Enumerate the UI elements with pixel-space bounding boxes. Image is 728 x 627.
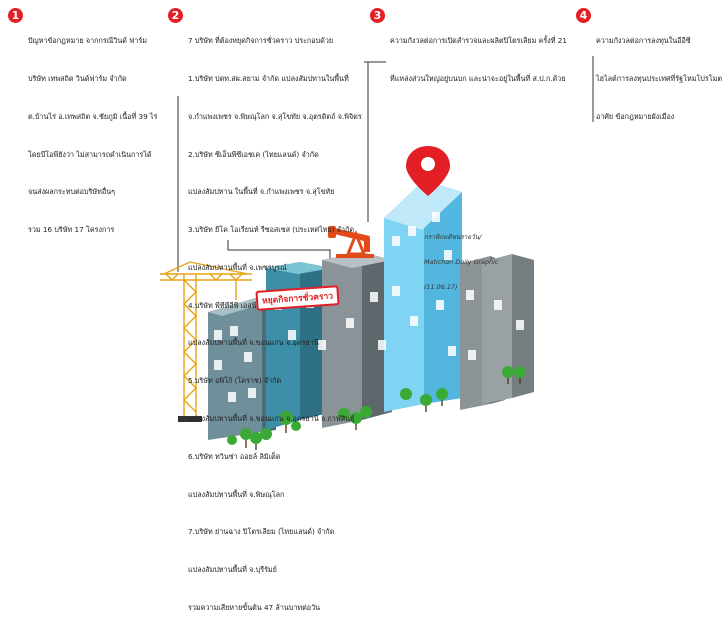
- note-1-line: รวม 16 บริษัท 17 โครงการ: [28, 225, 115, 235]
- note-2-line: 2.บริษัท ซีเอ็นพีซีเอชเค (ไทยแลนด์) จำกั…: [188, 149, 319, 159]
- note-2-line: 6.บริษัท ทวินซ่า ออยล์ ลิมิเต็ด: [188, 451, 281, 461]
- note-2-line: 1.บริษัท ปตท.สผ.สยาม จำกัด แปลงสัมปทานใน…: [188, 73, 349, 83]
- note-2-line: แปลงสัมปทานพื้นที่ จ.ขอนแก่น จ.อุดรธานี: [188, 338, 319, 348]
- note-1-line: จนส่งผลกระทบต่อบริษัทอื่นๆ: [28, 187, 115, 197]
- note-1-line: บริษัท เทพสถิต วินด์ฟาร์ม จำกัด: [28, 73, 127, 83]
- note-2-text: 7 บริษัท ที่ต้องหยุดกิจการชั่วคราว ประกอ…: [188, 10, 362, 627]
- note-1-line: ต.บ้านไร่ อ.เทพสถิต จ.ชัยภูมิ เนื้อที่ 3…: [28, 111, 158, 121]
- note-2-line: จ.กำแพงเพชร จ.พิษณุโลก จ.สุโขทัย จ.อุตรด…: [188, 111, 362, 121]
- note-3-line: ความกังวลต่อการเปิดสำรวจและผลิตปิโตรเลีย…: [390, 36, 567, 46]
- note-2-line: 3.บริษัท ยีโค โอเรียนท์ รีซอสเซส (ประเทศ…: [188, 225, 355, 235]
- note-2-line: แปลงสัมปทาน ในพื้นที่ จ.กำแพงเพชร จ.สุโข…: [188, 187, 335, 197]
- note-2-line: รวมความเสียหายขั้นต้น 47 ล้านบาทต่อวัน: [188, 602, 321, 612]
- note-3-text: ความกังวลต่อการเปิดสำรวจและผลิตปิโตรเลีย…: [390, 10, 567, 98]
- tree-trunks: [245, 378, 521, 450]
- note-4-line: อาศัย ข้อกฎหมายผังเมือง: [596, 111, 675, 121]
- tree-icon: [227, 366, 526, 445]
- note-2-line: 5.บริษัท อพิโก้ (โคราช) จำกัด: [188, 376, 282, 386]
- note-4-text: ความกังวลต่อการลงทุนในอีอีซี ไฮไลต์การลง…: [596, 10, 722, 136]
- note-1-number: 1: [8, 8, 23, 23]
- note-1-text: ปัญหาข้อกฎหมาย จากกรณีวินด์ ฟาร์ม บริษัท…: [28, 10, 157, 249]
- note-2-line: แปลงสัมปทานพื้นที่ จ.เพชรบูรณ์: [188, 262, 287, 272]
- note-2-line: 7 บริษัท ที่ต้องหยุดกิจการชั่วคราว ประกอ…: [188, 36, 334, 46]
- note-2-line: แปลงสัมปทานพื้นที่ จ.ขอนแก่น จ.อุดรธานี …: [188, 414, 355, 423]
- note-2-line: แปลงสัมปทานพื้นที่ จ.บุรีรัมย์: [188, 565, 277, 575]
- crane-base: [178, 416, 202, 422]
- location-pin-icon: [406, 146, 450, 196]
- note-3-number: 3: [370, 8, 385, 23]
- credit-line: (11.06.17): [424, 283, 458, 292]
- note-4-line: ไฮไลต์การลงทุนประเทศที่รัฐโหมโปรโมต: [596, 73, 722, 83]
- credit-line: กราฟิกมติชนรายวัน/: [424, 232, 482, 241]
- note-3-line: ที่แหล่งส่วนใหญ่อยู่บนบก และน่าจะอยู่ในพ…: [390, 73, 566, 83]
- note-1-line: ปัญหาข้อกฎหมาย จากกรณีวินด์ ฟาร์ม: [28, 36, 147, 46]
- note-2-line: แปลงสัมปทานพื้นที่ จ.พิษณุโลก: [188, 489, 285, 499]
- credit-line: Matichon Daily Graphic: [424, 258, 499, 267]
- graphic-credit: กราฟิกมติชนรายวัน/ Matichon Daily Graphi…: [424, 216, 498, 300]
- note-2-line: 7.บริษัท ย่านฉาง ปิโตรเลียม (ไทยแลนด์) จ…: [188, 527, 335, 537]
- crane-icon: [160, 261, 252, 418]
- note-4-line: ความกังวลต่อการลงทุนในอีอีซี: [596, 36, 691, 46]
- leader-line-2: [227, 240, 331, 262]
- note-1-line: โดยบีโอพียังว่า ไม่สามารถดำเนินการได้: [28, 149, 152, 159]
- leader-line-3: [364, 61, 386, 222]
- oil-pump-icon: [328, 226, 374, 258]
- note-4-number: 4: [576, 8, 591, 23]
- note-2-number: 2: [168, 8, 183, 23]
